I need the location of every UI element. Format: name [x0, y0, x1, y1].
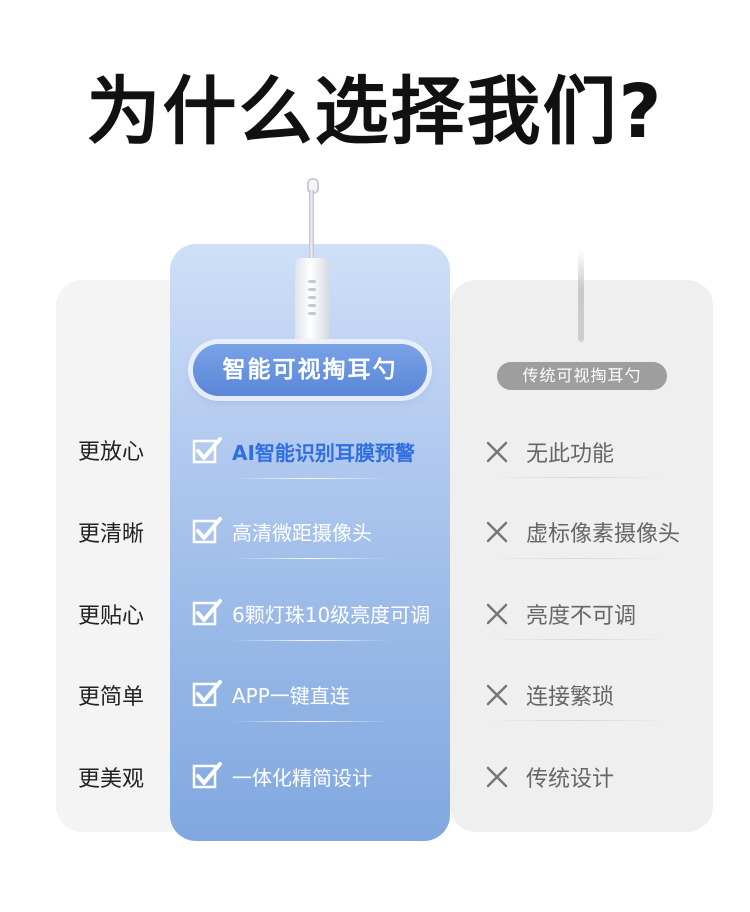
divider [488, 639, 668, 640]
feature-text: APP一键直连 [232, 683, 350, 708]
divider [230, 478, 390, 479]
traditional-feature: 亮度不可调 [484, 598, 636, 630]
traditional-text: 亮度不可调 [526, 604, 637, 629]
ear-scoop-image [309, 190, 314, 262]
traditional-text: 传统设计 [526, 767, 615, 792]
checkbox-check-icon [192, 517, 222, 544]
feature-text: AI智能识别耳膜预警 [232, 440, 415, 465]
divider [488, 720, 668, 721]
criterion-label: 更简单 [78, 685, 145, 710]
divider [488, 477, 668, 478]
cross-icon [486, 521, 508, 543]
traditional-text: 连接繁琐 [526, 685, 615, 710]
traditional-product-image [578, 250, 584, 342]
cross-icon [486, 603, 508, 625]
feature-text: 高清微距摄像头 [232, 520, 372, 545]
traditional-feature: 传统设计 [484, 761, 614, 793]
criterion-label: 更贴心 [78, 604, 145, 629]
traditional-feature: 无此功能 [484, 436, 614, 468]
traditional-feature: 连接繁琐 [484, 679, 614, 711]
divider [230, 721, 390, 722]
criterion-label: 更美观 [78, 767, 145, 792]
feature-text: 一体化精简设计 [232, 765, 372, 790]
product-feature: APP一键直连 [192, 678, 350, 710]
cross-icon [486, 766, 508, 788]
product-feature: 一体化精简设计 [192, 760, 372, 792]
checkbox-check-icon [192, 437, 222, 464]
divider [488, 558, 668, 559]
page-title: 为什么选择我们? [86, 69, 664, 155]
traditional-text: 无此功能 [526, 442, 615, 467]
traditional-label-badge: 传统可视掏耳勺 [497, 362, 667, 390]
product-feature: 高清微距摄像头 [192, 515, 372, 547]
checkbox-check-icon [192, 599, 222, 626]
checkbox-check-icon [192, 680, 222, 707]
ear-scoop-handle [295, 258, 329, 350]
cross-icon [486, 684, 508, 706]
product-label-badge: 智能可视掏耳勺 [193, 344, 427, 396]
criterion-label: 更放心 [78, 440, 145, 465]
cross-icon [486, 441, 508, 463]
divider [230, 640, 390, 641]
traditional-feature: 虚标像素摄像头 [484, 516, 680, 548]
product-feature: 6颗灯珠10级亮度可调 [192, 597, 430, 629]
traditional-text: 虚标像素摄像头 [526, 522, 681, 547]
product-feature: AI智能识别耳膜预警 [192, 435, 415, 467]
checkbox-check-icon [192, 762, 222, 789]
divider [230, 558, 390, 559]
feature-text: 6颗灯珠10级亮度可调 [232, 602, 431, 627]
criterion-label: 更清晰 [78, 522, 145, 547]
